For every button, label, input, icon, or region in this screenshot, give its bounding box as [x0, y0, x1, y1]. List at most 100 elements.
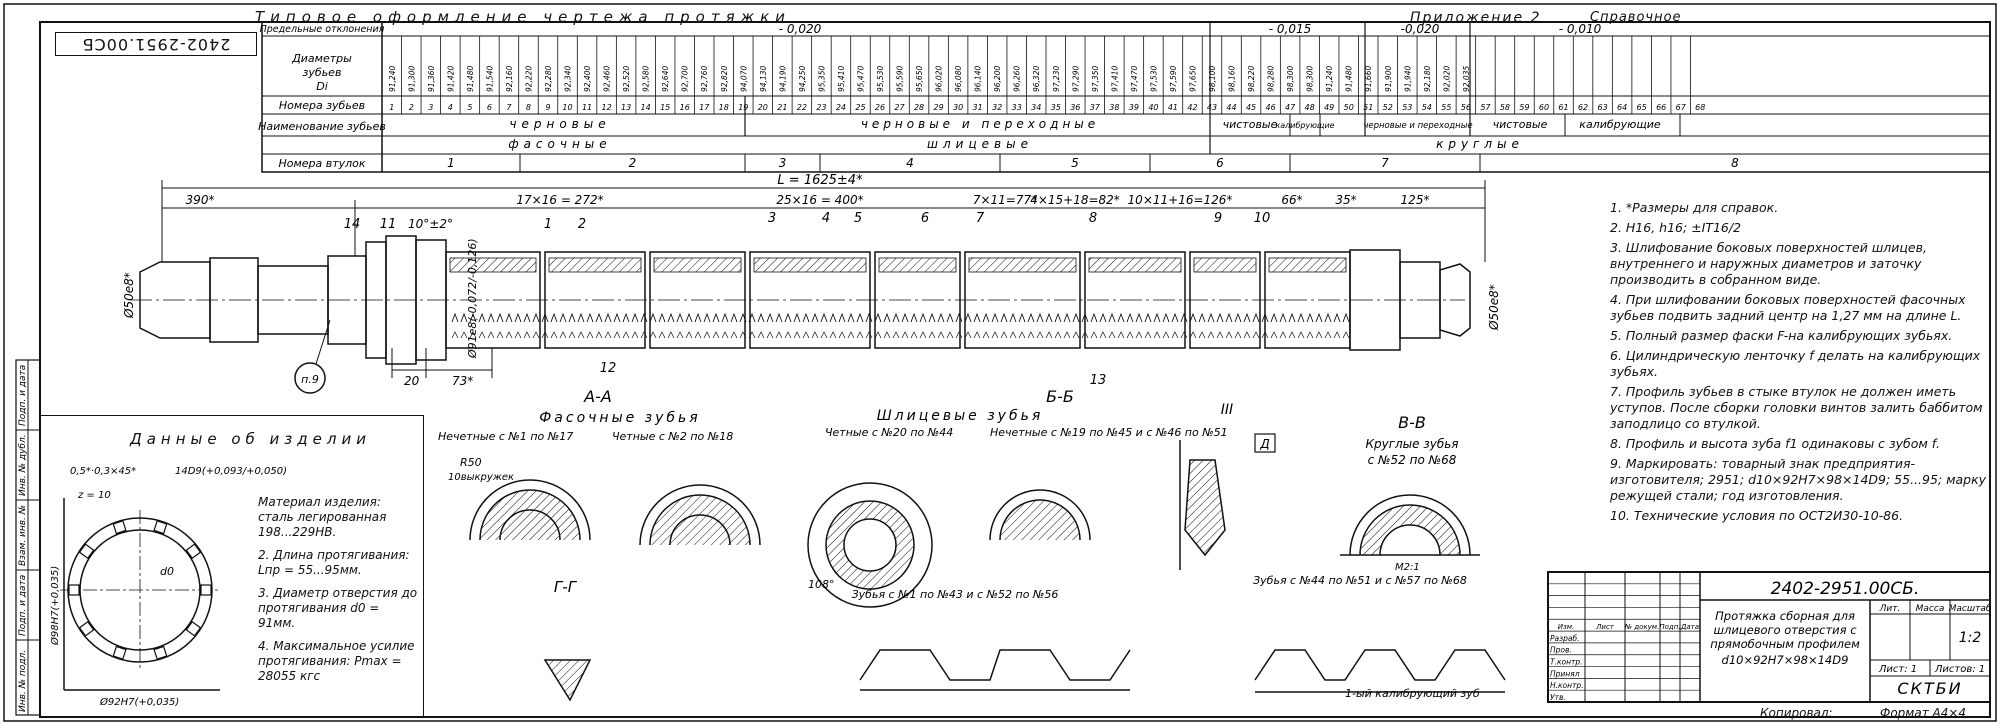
label-10gr: 10выкружек: [448, 472, 514, 483]
stamp-role-label: Н.контр.: [1550, 681, 1584, 690]
stamp-header-label: Лист: [1595, 623, 1615, 631]
part-number: 8: [1089, 211, 1097, 226]
gg-title: Г-Г: [554, 578, 578, 596]
dim-73: 73*: [452, 374, 473, 388]
broach-tooth: [1171, 312, 1179, 323]
broach-tooth: [559, 312, 567, 323]
broach-tooth: [1315, 312, 1323, 323]
note-item: 1. *Размеры для справок.: [1610, 200, 1779, 215]
tooth-diameter: 97,590: [1169, 66, 1178, 92]
broach-tooth: [712, 312, 720, 323]
tooth-number: 50: [1344, 103, 1354, 112]
tooth-diameter: 97,530: [1149, 66, 1158, 92]
broach-tooth: [991, 331, 999, 339]
tooth-diameter: 96,020: [935, 66, 944, 92]
note-item: 5. Полный размер фаски F-на калибрующих …: [1610, 328, 1953, 343]
tooth-number: 49: [1324, 103, 1334, 112]
broach-tooth: [937, 331, 945, 339]
row-label-diameters: Диаметры: [291, 52, 352, 65]
section-bb-even: [807, 482, 933, 608]
stamp-sheet: Лист: 1: [1878, 664, 1917, 675]
broach-tooth: [1000, 331, 1008, 339]
tooth-diameter: 92,760: [700, 66, 709, 92]
broach-tooth: [946, 331, 954, 339]
broach-tooth: [1162, 331, 1170, 339]
broach-tooth: [964, 331, 972, 339]
broach-tooth: [667, 312, 675, 323]
broach-tooth: [604, 331, 612, 339]
label-108: 108°: [808, 578, 835, 591]
tooth-number: 58: [1500, 103, 1510, 112]
broach-tooth: [1117, 312, 1125, 323]
broach-tooth: [901, 312, 909, 323]
tooth-diameter: 95,530: [876, 66, 885, 92]
teeth-profile-1-label: Зубья с №1 по №43 и с №52 по №56: [852, 588, 1059, 601]
note-item: 10. Технические условия по ОСТ2И30-10-86…: [1610, 508, 1904, 523]
broach-tooth: [1207, 312, 1215, 323]
broach-tooth: [874, 331, 882, 339]
row-label-tooth-kind: Наименование зубьев: [258, 120, 386, 133]
broach-tooth: [955, 312, 963, 323]
tooth-number: 25: [855, 103, 865, 112]
broach-tooth: [1090, 331, 1098, 339]
stamp-scale-label: Масштаб: [1949, 604, 1992, 614]
broach-tooth: [1225, 331, 1233, 339]
part-number: 2: [578, 217, 586, 232]
broach-tooth: [469, 331, 477, 339]
broach-tooth: [613, 312, 621, 323]
tooth-number: 7: [506, 103, 512, 112]
broach-tooth: [1126, 312, 1134, 323]
tooth-diameter: 97,470: [1130, 66, 1139, 92]
vv-title: В-В: [1398, 413, 1426, 432]
spline-slot: [153, 520, 168, 535]
bottom-dimension: [391, 348, 493, 378]
broach-tooth: [703, 312, 711, 323]
top-dim-label: 66*: [1281, 193, 1302, 207]
broach-tooth: [622, 331, 630, 339]
broach-tooth: [1198, 312, 1206, 323]
tooth-number: 22: [797, 103, 807, 112]
tooth-diameter: 95,590: [896, 66, 905, 92]
teeth-profile-2: [1254, 649, 1506, 693]
broach-tooth: [973, 331, 981, 339]
broach-tooth: [1234, 312, 1242, 323]
tooth-diameter: 96,080: [954, 66, 963, 92]
broach-tooth: [1261, 312, 1269, 323]
tooth-diameter: 97,350: [1091, 66, 1100, 92]
part-number: 1: [544, 217, 552, 232]
broach-tooth: [1090, 312, 1098, 323]
sleeve-hatch: [753, 257, 867, 273]
broach-tooth: [856, 312, 864, 323]
broach-tooth: [631, 312, 639, 323]
broach-sleeve: [1189, 251, 1261, 349]
broach-sleeve: [1264, 251, 1351, 349]
broach-tooth: [1189, 312, 1197, 323]
spline-slot: [153, 645, 168, 660]
broach-tooth: [811, 312, 819, 323]
spline-slot: [112, 645, 127, 660]
broach-tooth: [550, 331, 558, 339]
broach-tooth: [478, 331, 486, 339]
kind-rough-transition-2: черновые и переходные: [1363, 121, 1472, 131]
broach-tooth: [1153, 331, 1161, 339]
tooth-number: 42: [1187, 103, 1197, 112]
top-dim-label: 35*: [1335, 193, 1356, 207]
broach-tooth: [829, 312, 837, 323]
tooth-diameter: 98,300: [1286, 66, 1295, 92]
broach-body: [130, 235, 1471, 365]
stamp-mass: Масса: [1916, 604, 1945, 614]
broach-tooth: [532, 312, 540, 323]
section-gg: [543, 659, 592, 702]
broach-tooth: [1126, 331, 1134, 339]
top-dim-label: 390*: [186, 193, 215, 207]
tooth-number: 57: [1480, 103, 1491, 112]
broach-tooth: [568, 331, 576, 339]
broach-tooth: [685, 312, 693, 323]
broach-tooth: [1171, 331, 1179, 339]
broach-tooth: [649, 331, 657, 339]
tooth-column-lines: 191,240291,300391,360491,420591,480691,5…: [381, 36, 1705, 114]
broach-tooth: [1045, 331, 1053, 339]
note-item: 7. Профиль зубьев в стыке втулок не долж…: [1610, 384, 1983, 431]
